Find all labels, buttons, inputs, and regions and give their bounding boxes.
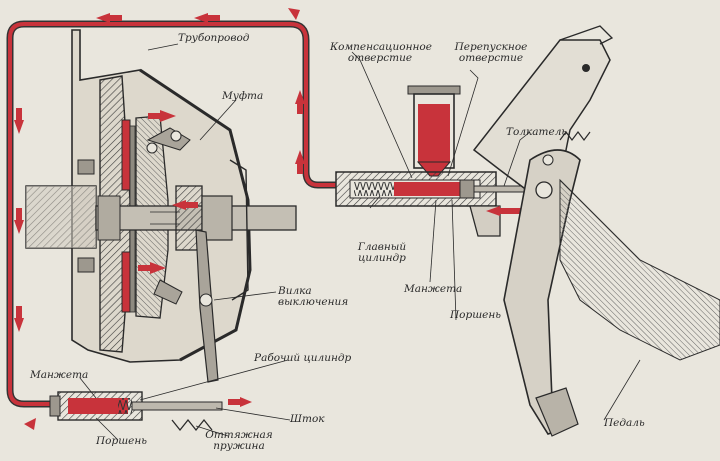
leader-lines — [79, 43, 641, 441]
label-release-fork-l1: Вилка — [278, 285, 312, 297]
label-bypass-hole: Перепускное отверстие — [446, 42, 536, 64]
slave-cylinder — [49, 391, 223, 432]
label-rod: Шток — [290, 413, 325, 425]
label-pedal: Педаль — [604, 417, 645, 429]
label-master-cylinder: Главный цилиндр — [352, 242, 412, 264]
label-pusher: Толкатель — [506, 126, 568, 138]
label-return-spring-l1: Оттяжная — [205, 429, 273, 441]
label-slave-cylinder: Рабочий цилиндр — [254, 352, 352, 364]
label-piston-slave: Поршень — [96, 435, 147, 447]
label-master-cylinder-l2: цилиндр — [358, 252, 406, 264]
label-coupling: Муфта — [222, 90, 264, 102]
label-release-fork-l2: выключения — [278, 296, 349, 308]
label-return-spring: Оттяжная пружина — [204, 430, 274, 452]
master-cylinder — [335, 85, 545, 237]
label-bypass-hole-l2: отверстие — [458, 52, 524, 64]
label-compensation-hole-l1: Компенсационное — [330, 41, 432, 53]
label-pipeline: Трубопровод — [178, 32, 250, 44]
label-piston-master: Поршень — [450, 309, 501, 321]
pipeline — [6, 20, 336, 408]
label-master-cylinder-l1: Главный — [357, 241, 407, 253]
label-bypass-hole-l1: Перепускное — [454, 41, 528, 53]
pedal-assembly — [472, 25, 720, 437]
label-compensation-hole-l2: отверстие — [347, 52, 413, 64]
label-cuff-slave: Манжета — [30, 369, 89, 381]
label-compensation-hole: Компенсационное отверстие — [330, 41, 432, 64]
label-cuff-master: Манжета — [404, 283, 463, 295]
clutch-assembly — [25, 29, 297, 383]
label-release-fork: Вилка выключения — [278, 286, 348, 308]
label-return-spring-l2: пружина — [213, 440, 265, 452]
